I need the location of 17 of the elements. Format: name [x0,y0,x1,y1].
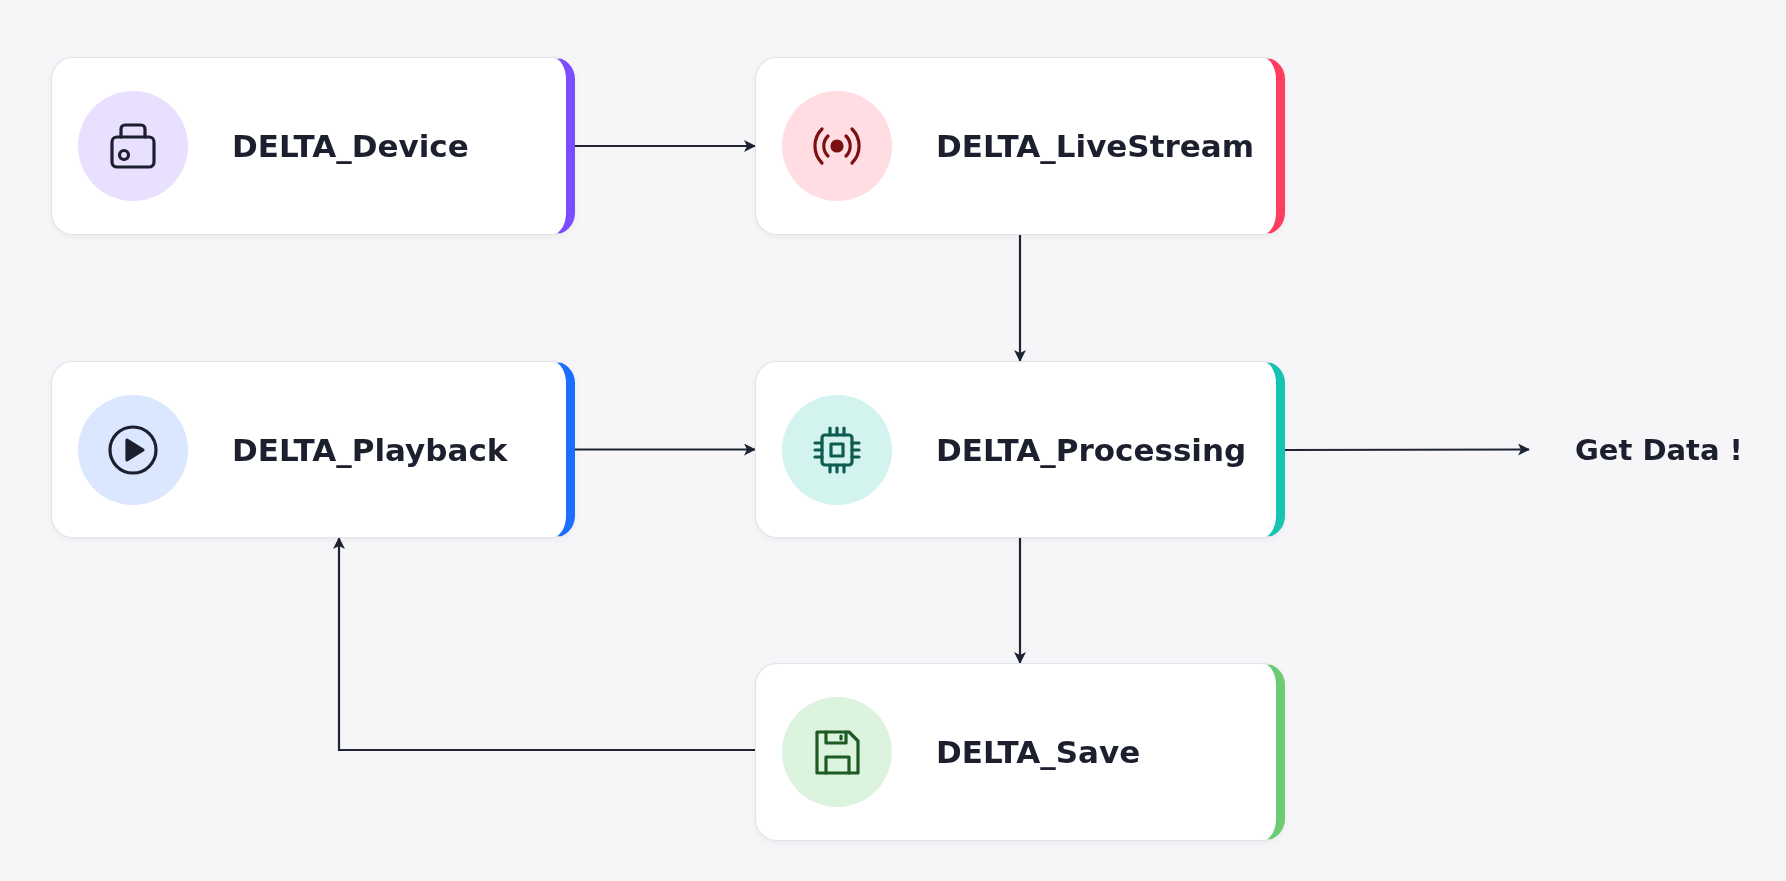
process-box [51,361,575,538]
arrow [333,537,755,752]
arrow [1014,235,1026,362]
process-box [51,57,575,235]
arrow [1014,538,1026,664]
process-box [755,663,1285,841]
process-box [755,361,1285,538]
node-label: DELTA_Device [232,128,470,164]
node-label: DELTA_Processing [936,431,1248,468]
arrow [575,443,756,456]
node-label: DELTA_Save [936,734,1142,770]
process-box [755,57,1285,235]
output-label: Get Data ! [1575,433,1743,467]
node-label: DELTA_LiveStream [936,128,1256,164]
node-label: DELTA_Playback [232,431,509,468]
arrow [575,140,756,152]
arrow [1285,443,1530,456]
